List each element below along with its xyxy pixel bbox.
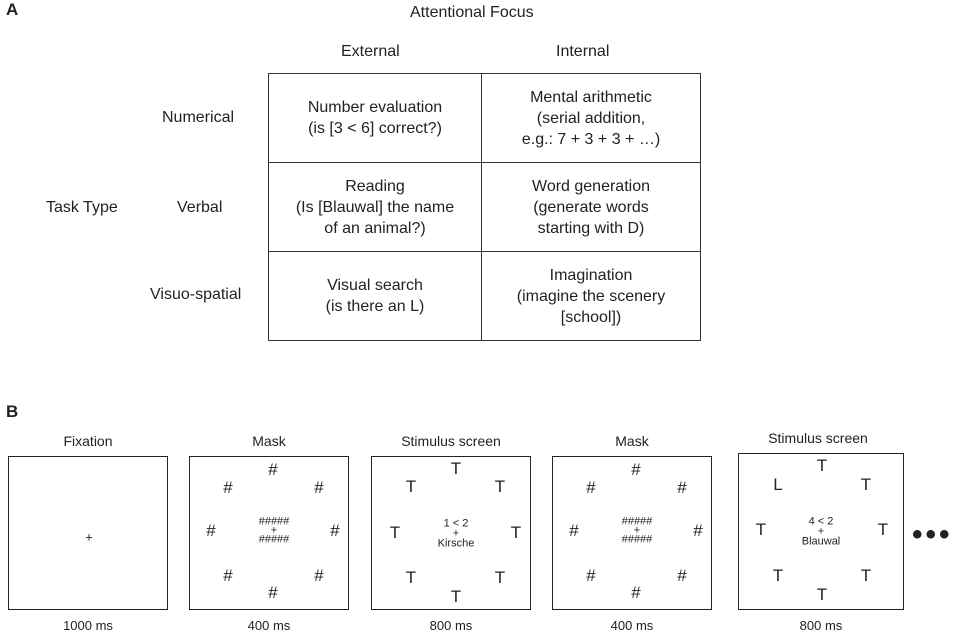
search-letter: T [405, 477, 417, 496]
column-header-internal: Internal [556, 43, 610, 60]
search-letter-l: L [773, 475, 783, 494]
stimulus-screen: T T L T T T T T 4 < 2 + Blauwal [738, 453, 904, 610]
table-row: Visual search (is there an L) Imaginatio… [268, 251, 701, 341]
cell-line: Word generation [532, 177, 650, 195]
search-letter: T [755, 520, 767, 539]
cell-line: Mental arithmetic [530, 88, 652, 106]
mask-hash: # [314, 566, 324, 585]
search-letter: T [494, 477, 506, 496]
cell-line: Number evaluation [307, 99, 443, 116]
search-letter: T [450, 459, 462, 478]
search-letter: T [860, 566, 872, 585]
mask-hash: # [677, 566, 687, 585]
mask-hash: # [330, 521, 340, 540]
cell-line: starting with D) [537, 219, 645, 237]
fixation-screen: + [8, 456, 168, 610]
row-label-verbal: Verbal [177, 199, 223, 216]
duration-label: 800 ms [429, 618, 473, 633]
mask-hash: # [268, 460, 278, 479]
search-letter: T [860, 475, 872, 494]
center-cross: + [817, 525, 825, 538]
task-matrix-table: Number evaluation (is [3 < 6] correct?) … [268, 73, 701, 341]
number-comparison: 4 < 2 [808, 515, 834, 528]
mask-hash: # [314, 478, 324, 497]
search-letter: T [510, 523, 522, 542]
table-row: Reading (Is [Blauwal] the name of an ani… [268, 162, 701, 252]
mask-hash: # [223, 566, 233, 585]
mask-hash: # [586, 566, 596, 585]
search-letter: T [405, 568, 417, 587]
cell-line: Reading [345, 177, 405, 195]
cell-line: [school]) [560, 308, 622, 326]
cell-line: Imagination [549, 266, 633, 284]
mask-hash: # [693, 521, 703, 540]
continuation-ellipsis: ••• [912, 518, 953, 551]
mask-hash: # [206, 521, 216, 540]
mask-hash: # [586, 478, 596, 497]
search-letter: T [494, 568, 506, 587]
stimulus-word: Kirsche [437, 537, 475, 550]
mask-center-bottom: ##### [258, 533, 290, 546]
cell-numerical-external: Number evaluation (is [3 < 6] correct?) [268, 73, 482, 163]
panel-a-letter: A [6, 0, 19, 19]
search-letter: T [389, 523, 401, 542]
task-type-label: Task Type [46, 199, 118, 216]
mask-center-top: ##### [258, 515, 290, 528]
cell-line: (is there an L) [325, 298, 425, 315]
screen-title-mask: Mask [615, 433, 649, 449]
duration-label: 400 ms [247, 618, 291, 633]
duration-label: 800 ms [799, 618, 843, 633]
mask-hash: # [677, 478, 687, 497]
column-header-external: External [341, 43, 400, 60]
cell-line: of an animal?) [324, 219, 426, 237]
mask-hash: # [223, 478, 233, 497]
screen-title-fixation: Fixation [63, 433, 113, 449]
search-letter: T [772, 566, 784, 585]
cell-line: (serial addition, [536, 109, 646, 127]
mask-hash: # [631, 460, 641, 479]
row-label-numerical: Numerical [162, 109, 235, 126]
cell-line: (imagine the scenery [516, 287, 666, 305]
cell-line: (is [3 < 6] correct?) [308, 120, 442, 137]
attentional-focus-title: Attentional Focus [410, 4, 534, 21]
mask-hash: # [569, 521, 579, 540]
screen-title-stimulus: Stimulus screen [768, 430, 868, 446]
mask-hash: # [268, 583, 278, 602]
search-letter: T [450, 587, 462, 606]
cell-line: Visual search [327, 277, 423, 294]
row-label-visuo-spatial: Visuo-spatial [150, 286, 242, 303]
cell-line: (Is [Blauwal] the name [295, 198, 455, 216]
center-cross: + [452, 527, 460, 540]
duration-label: 1000 ms [63, 618, 113, 633]
mask-center-cross: + [633, 524, 641, 537]
stimulus-word: Blauwal [801, 535, 841, 548]
number-comparison: 1 < 2 [443, 517, 469, 530]
table-row: Number evaluation (is [3 < 6] correct?) … [268, 73, 701, 163]
panel-b-letter: B [6, 402, 19, 421]
fixation-cross: + [85, 529, 93, 545]
mask-hash: # [631, 583, 641, 602]
cell-line: (generate words [533, 198, 649, 216]
cell-line: e.g.: 7 + 3 + 3 + …) [521, 130, 661, 148]
search-letter: T [816, 456, 828, 475]
screen-title-stimulus: Stimulus screen [401, 433, 501, 449]
search-letter: T [877, 520, 889, 539]
duration-label: 400 ms [610, 618, 654, 633]
cell-verbal-internal: Word generation (generate words starting… [481, 162, 701, 252]
mask-center-bottom: ##### [621, 533, 653, 546]
cell-verbal-external: Reading (Is [Blauwal] the name of an ani… [268, 162, 482, 252]
cell-visuospatial-external: Visual search (is there an L) [268, 251, 482, 341]
stimulus-screen: T T T T T T T T 1 < 2 + Kirsche [371, 456, 531, 610]
cell-visuospatial-internal: Imagination (imagine the scenery [school… [481, 251, 701, 341]
mask-center-top: ##### [621, 515, 653, 528]
search-letter: T [816, 585, 828, 604]
mask-center-cross: + [270, 524, 278, 537]
mask-screen: # # # # # # # # ##### + ##### [189, 456, 349, 610]
mask-screen: # # # # # # # # ##### + ##### [552, 456, 712, 610]
cell-numerical-internal: Mental arithmetic (serial addition, e.g.… [481, 73, 701, 163]
screen-title-mask: Mask [252, 433, 286, 449]
